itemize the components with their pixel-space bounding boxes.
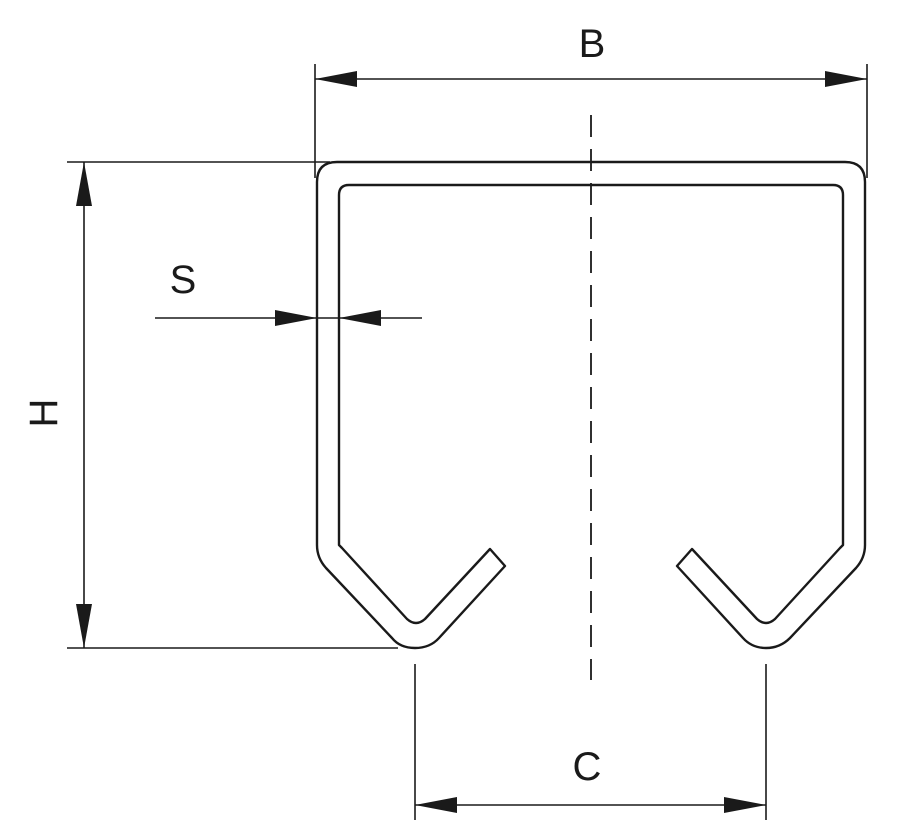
width-arrow-left	[315, 71, 357, 87]
height-arrow-top	[76, 162, 92, 206]
opening-label: C	[573, 745, 602, 789]
height-arrow-bottom	[76, 604, 92, 648]
width-label: B	[579, 22, 606, 66]
profile-outer-contour	[315, 160, 867, 650]
opening-arrow-right	[724, 797, 766, 813]
thickness-arrow-left	[275, 310, 317, 326]
height-label: H	[22, 399, 66, 428]
thickness-arrow-right	[339, 310, 381, 326]
thickness-label: S	[170, 258, 197, 302]
width-arrow-right	[825, 71, 867, 87]
opening-arrow-left	[415, 797, 457, 813]
